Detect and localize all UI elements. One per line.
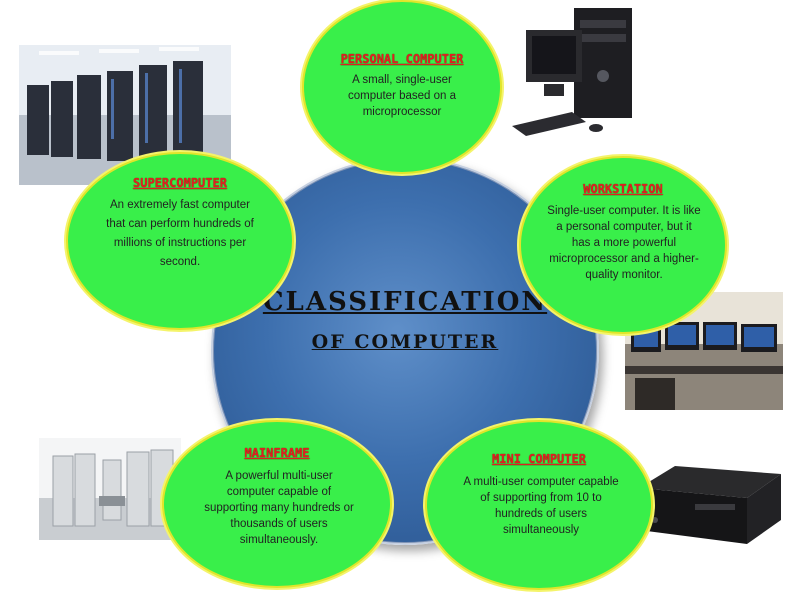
node-title: MAINFRAME bbox=[244, 446, 310, 460]
mini-computer-photo bbox=[635, 458, 783, 546]
node-workstation: WORKSTATION Single-user computer. It is … bbox=[519, 156, 727, 334]
center-title-line2: OF COMPUTER bbox=[311, 331, 499, 353]
node-description: A small, single-user computer based on a… bbox=[347, 74, 457, 118]
node-title: MINI COMPUTER bbox=[492, 452, 586, 466]
node-title: PERSONAL COMPUTER bbox=[340, 52, 464, 66]
node-personal-computer: PERSONAL COMPUTER A small, single-user c… bbox=[302, 0, 502, 174]
node-description: A multi-user computer capable of support… bbox=[463, 476, 619, 536]
node-description: A powerful multi-user computer capable o… bbox=[204, 470, 354, 546]
center-title-line1: CLASSIFICATION bbox=[262, 287, 548, 317]
supercomputer-photo bbox=[19, 45, 231, 185]
node-description: Single-user computer. It is like a perso… bbox=[547, 205, 701, 281]
node-supercomputer: SUPERCOMPUTER An extremely fast computer… bbox=[66, 152, 294, 330]
desktop-computer-photo bbox=[510, 6, 642, 140]
node-description: An extremely fast computer that can perf… bbox=[106, 199, 254, 268]
node-title: SUPERCOMPUTER bbox=[133, 176, 227, 190]
mainframe-photo bbox=[39, 438, 181, 540]
node-mini-computer: MINI COMPUTER A multi-user computer capa… bbox=[425, 420, 653, 590]
node-title: WORKSTATION bbox=[583, 182, 663, 196]
node-mainframe: MAINFRAME A powerful multi-user computer… bbox=[162, 420, 392, 588]
